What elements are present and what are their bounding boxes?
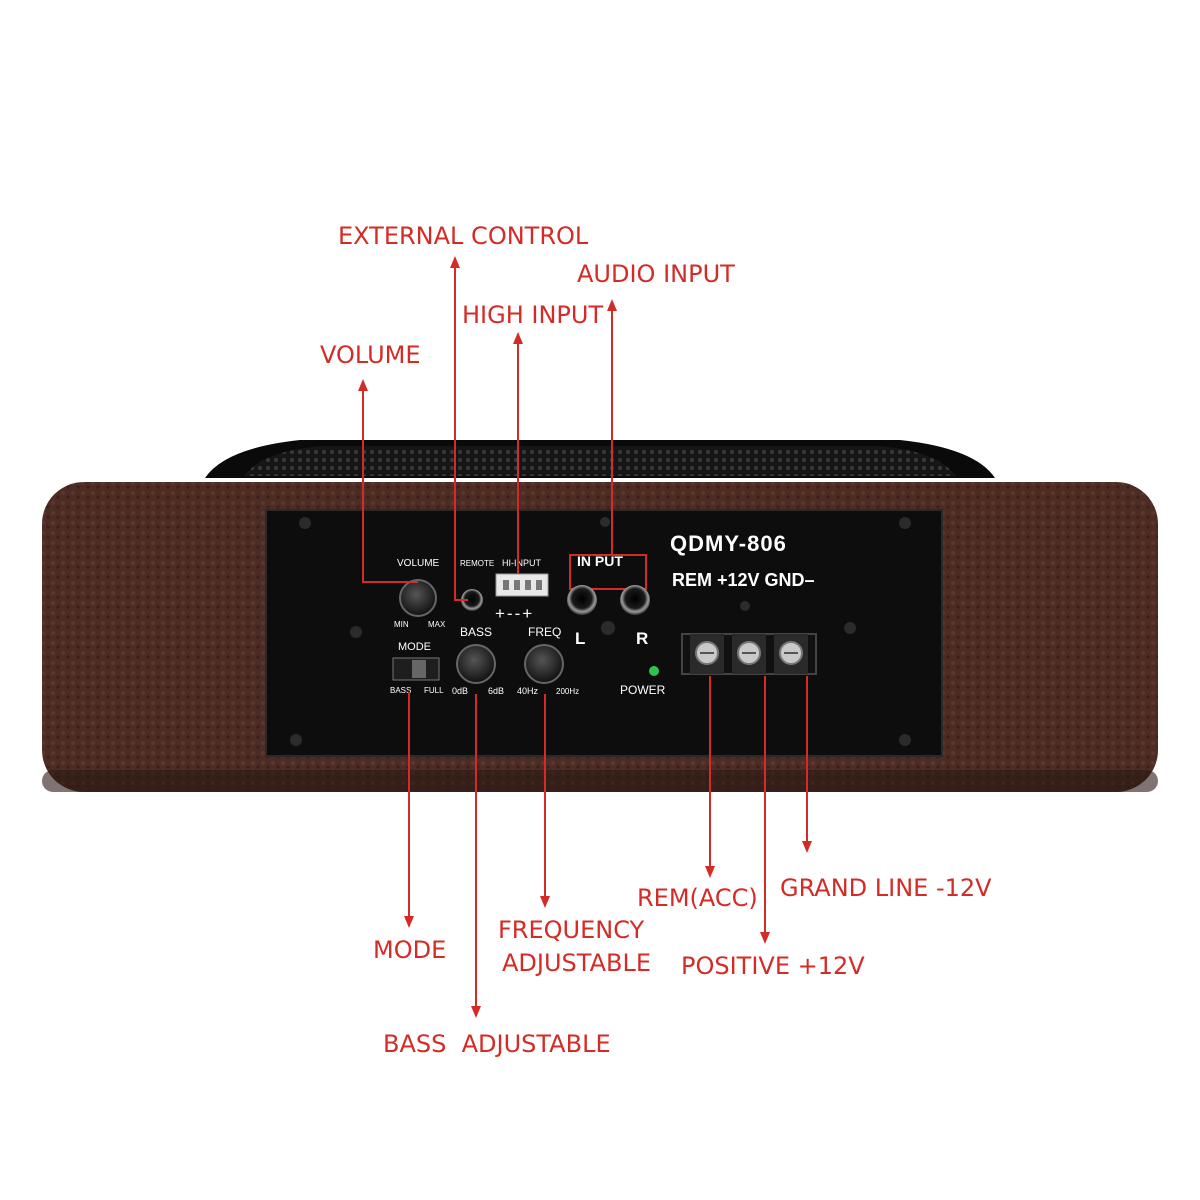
rem-acc-callout: REM(ACC) [637, 884, 758, 912]
power-label: POWER [620, 683, 666, 697]
mode-full-label: FULL [424, 686, 444, 695]
external-control-line [450, 256, 468, 601]
control-panel: QDMY-806 REM +12V GND– VOLUME MIN MAX RE… [265, 509, 943, 757]
bass-adjustable-callout: BASS ADJUSTABLE [383, 1030, 611, 1058]
input-left-jack[interactable] [567, 585, 597, 615]
positive-callout: POSITIVE +12V [681, 952, 865, 980]
panel-screw [299, 517, 311, 529]
mode-bass-label: BASS [390, 686, 411, 695]
panel-screw [290, 734, 302, 746]
bass-max-label: 6dB [488, 686, 504, 696]
power-led [649, 666, 659, 676]
mode-label: MODE [398, 641, 431, 653]
volume-min-label: MIN [394, 620, 409, 629]
frequency-callout-line1: FREQUENCY [498, 916, 645, 944]
power-terminal-block [681, 633, 817, 675]
input-right-label: R [636, 629, 648, 648]
freq-min-label: 40Hz [517, 686, 539, 696]
bass-min-label: 0dB [452, 686, 468, 696]
volume-max-label: MAX [428, 620, 446, 629]
input-right-jack[interactable] [620, 585, 650, 615]
freq-max-label: 200Hz [556, 687, 579, 696]
volume-knob[interactable] [399, 579, 437, 617]
remote-jack[interactable] [461, 589, 483, 611]
callout-lines [358, 256, 812, 1018]
speaker-grille [205, 440, 995, 478]
panel-screw [740, 601, 750, 611]
grand-line-callout: GRAND LINE -12V [780, 874, 992, 902]
terminal-labels: REM +12V GND– [672, 570, 815, 590]
panel-screw [350, 626, 362, 638]
frequency-callout-line2: ADJUSTABLE [502, 949, 651, 977]
audio-input-callout: AUDIO INPUT [577, 260, 735, 288]
bass-label: BASS [460, 625, 492, 639]
input-left-label: L [575, 629, 585, 648]
hi-input-polarity: +--+ [495, 604, 534, 623]
high-input-callout: HIGH INPUT [462, 301, 604, 329]
volume-callout: VOLUME [320, 341, 421, 369]
freq-knob[interactable] [524, 644, 564, 684]
hi-input-label: HI-INPUT [502, 558, 541, 568]
panel-screw [600, 517, 610, 527]
volume-label: VOLUME [397, 558, 440, 569]
model-label: QDMY-806 [670, 531, 787, 556]
remote-label: REMOTE [460, 559, 494, 568]
bass-knob[interactable] [456, 644, 496, 684]
panel-screw [899, 734, 911, 746]
input-label: IN PUT [577, 553, 623, 569]
panel-screw [844, 622, 856, 634]
panel-screw [601, 621, 615, 635]
external-control-callout: EXTERNAL CONTROL [338, 222, 589, 250]
panel-screw [899, 517, 911, 529]
volume-line [358, 379, 418, 583]
mode-callout: MODE [373, 936, 447, 964]
freq-label: FREQ [528, 625, 561, 639]
hi-input-connector[interactable] [495, 573, 549, 597]
